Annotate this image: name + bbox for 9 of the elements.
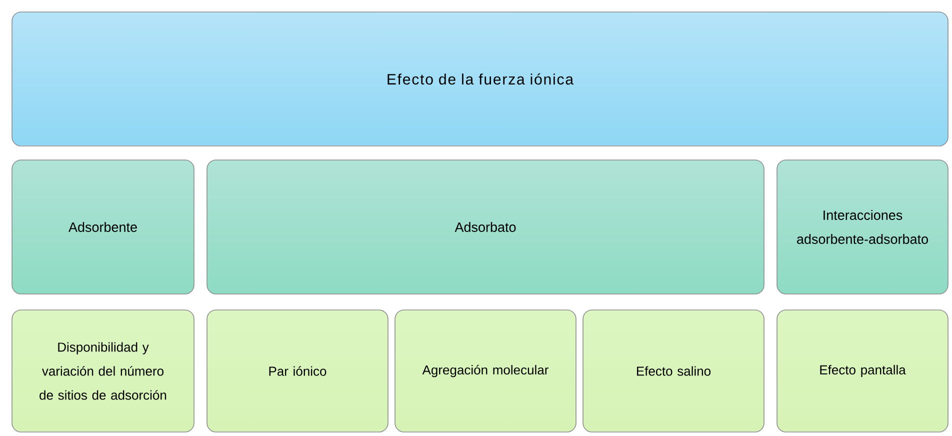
category-box: Adsorbato (206, 160, 764, 294)
category-box: Adsorbente (12, 160, 194, 294)
header-box: Efecto de la fuerza iónica (12, 12, 948, 146)
factor-box: Efecto salino (582, 310, 764, 432)
factor-box: Par iónico (206, 310, 388, 432)
factor-box: Agregación molecular (394, 310, 576, 432)
category-box: Interacciones adsorbente-adsorbato (776, 160, 948, 294)
factor-box: Disponibilidad y variación del número de sitios de adsorción (12, 310, 194, 432)
factor-box: Efecto pantalla (776, 310, 948, 432)
